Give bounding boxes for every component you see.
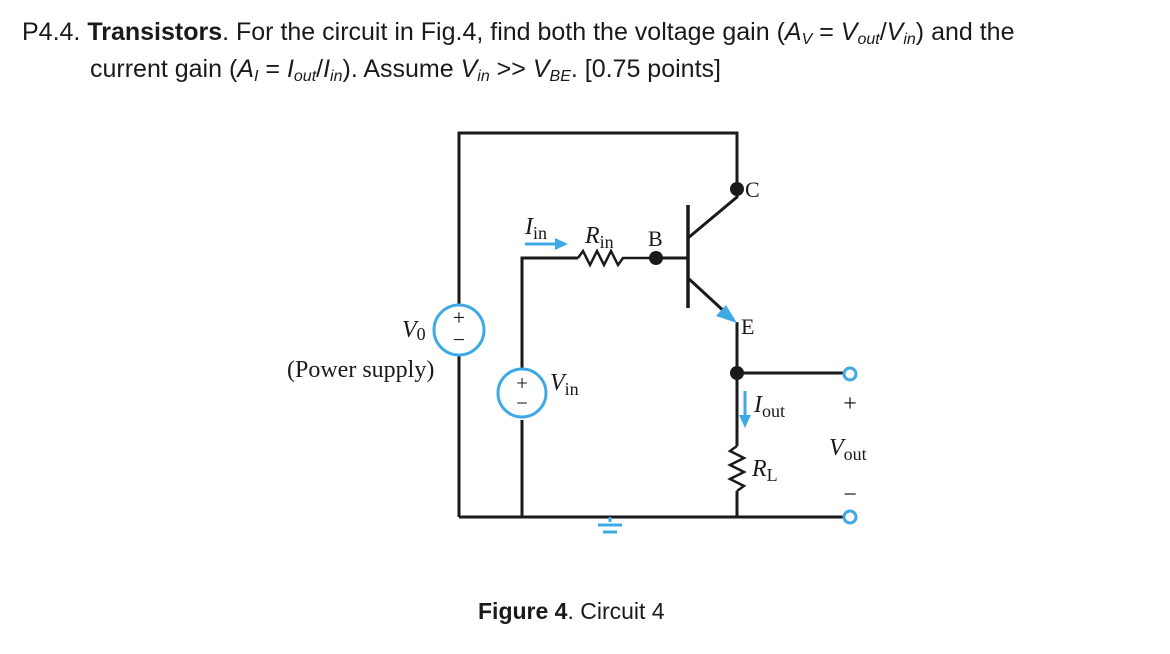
vin-symbol: V xyxy=(886,18,904,46)
problem-text: ). Assume xyxy=(342,55,461,83)
voltage-gain-symbol: A xyxy=(784,18,802,46)
power-supply-plus: + xyxy=(453,305,465,330)
iout-subscript: out xyxy=(293,68,317,85)
ground-symbol xyxy=(598,517,622,534)
iin-arrow-icon xyxy=(525,238,568,250)
resistor-rin xyxy=(576,248,656,268)
power-supply-minus: − xyxy=(453,327,465,352)
problem-number: P4.4. xyxy=(22,18,81,46)
wires xyxy=(457,131,845,519)
current-gain-subscript: I xyxy=(253,68,259,85)
v0-label: V0 xyxy=(402,317,426,344)
problem-text: ) and the xyxy=(915,18,1015,46)
vout-symbol: V xyxy=(840,18,858,46)
problem-statement: P4.4. Transistors. For the circuit in Fi… xyxy=(22,14,1142,88)
vin-symbol: V xyxy=(460,55,478,83)
current-gain-symbol: A xyxy=(237,55,254,83)
vout-plus: + xyxy=(843,391,857,417)
iin-label: Iin xyxy=(524,214,547,243)
problem-text: . [0.75 points] xyxy=(570,55,721,83)
problem-topic: Transistors xyxy=(87,18,223,46)
iout-arrow-icon xyxy=(739,391,751,428)
node-output xyxy=(730,366,744,380)
rl-label: RL xyxy=(751,456,778,485)
emitter-label: E xyxy=(741,314,754,339)
vin-subscript: in xyxy=(903,31,916,48)
vin-plus: + xyxy=(516,371,528,395)
emitter-arrow-icon xyxy=(716,305,737,323)
collector-label: C xyxy=(745,177,760,202)
vout-subscript: out xyxy=(857,31,880,48)
node-collector xyxy=(730,182,744,196)
base-label: B xyxy=(648,226,663,251)
problem-text: current gain ( xyxy=(90,55,238,83)
output-terminal-top[interactable] xyxy=(842,366,858,382)
output-terminal-bottom[interactable] xyxy=(842,509,858,525)
figure-caption: Figure 4. Circuit 4 xyxy=(478,598,665,625)
slash: / xyxy=(879,18,887,46)
vin-minus: − xyxy=(516,391,528,415)
iin-subscript: in xyxy=(330,68,343,85)
wire-input-top xyxy=(520,256,578,368)
slash: / xyxy=(316,55,324,83)
vin-subscript: in xyxy=(477,68,490,85)
iout-symbol: I xyxy=(286,55,294,83)
rin-label: Rin xyxy=(584,223,614,252)
wire-top-loop xyxy=(457,131,739,304)
resistor-rl xyxy=(727,444,747,493)
figure-label: Figure 4 xyxy=(478,598,568,624)
power-supply-label: (Power supply) xyxy=(287,357,434,383)
transistor-emitter-leg xyxy=(686,276,729,316)
vin-source xyxy=(496,367,548,419)
much-greater-than: >> xyxy=(489,55,533,83)
figure-caption-text: . Circuit 4 xyxy=(567,598,665,624)
problem-line-2: current gain (AI = Iout/Iin). Assume Vin… xyxy=(22,51,1142,88)
vbe-symbol: V xyxy=(532,55,550,83)
iin-symbol: I xyxy=(323,55,331,83)
equals: = xyxy=(812,18,841,46)
equals: = xyxy=(258,55,287,83)
vout-label: Vout xyxy=(829,435,867,464)
power-supply-source xyxy=(432,303,486,357)
vout-minus: − xyxy=(843,482,857,508)
node-base xyxy=(649,251,663,265)
vbe-subscript: BE xyxy=(549,68,571,85)
wire-collector xyxy=(687,189,739,240)
vin-label: Vin xyxy=(550,370,579,399)
iout-label: Iout xyxy=(753,392,785,421)
problem-text: . For the circuit in Fig.4, find both th… xyxy=(222,18,785,46)
voltage-gain-subscript: V xyxy=(801,31,813,48)
